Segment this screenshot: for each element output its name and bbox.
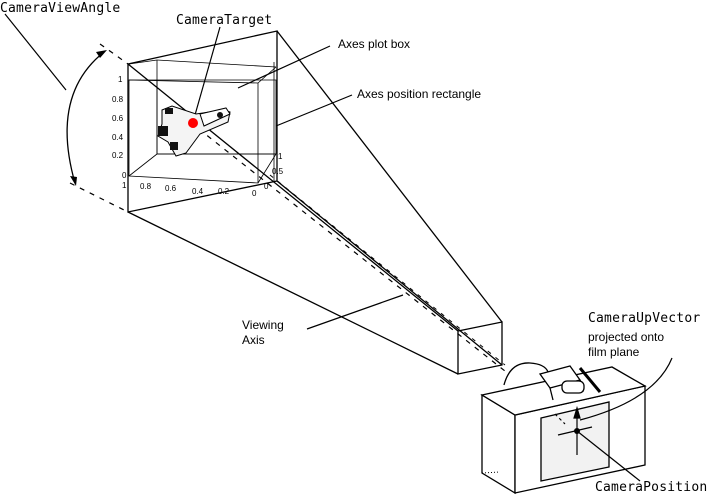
x-tick: 1 xyxy=(122,181,127,190)
y-tick: 1 xyxy=(278,152,283,161)
z-tick: 0.4 xyxy=(112,133,124,142)
frustum-edge-top-right xyxy=(276,30,503,323)
camera-view-angle-label: CameraViewAngle xyxy=(0,1,121,16)
viewing-axis-label: Viewing Axis xyxy=(242,318,284,348)
axes-plot-box-label: Axes plot box xyxy=(338,37,411,51)
camera-view-angle-pointer xyxy=(4,13,67,91)
viewing-axis-pointer xyxy=(306,294,404,330)
frustum-edge-bottom-left xyxy=(127,211,459,375)
frustum-near-rectangle xyxy=(457,321,503,375)
x-tick: 0.6 xyxy=(165,184,177,193)
axes-position-pointer xyxy=(275,94,353,127)
viewing-frustum xyxy=(127,30,503,375)
viewing-axis-label-line2: Axis xyxy=(242,333,265,347)
frustum-edge-bottom-right xyxy=(276,180,503,366)
camera-target-label: CameraTarget xyxy=(176,13,273,28)
viewing-axis-dashed-2 xyxy=(269,174,506,366)
projected-label-line1: projected onto xyxy=(588,330,665,344)
x-tick: 0.2 xyxy=(218,187,230,196)
view-angle-ray-top xyxy=(99,43,129,65)
view-angle-arc xyxy=(66,51,105,184)
axes-position-rectangle-label: Axes position rectangle xyxy=(357,87,482,101)
space-shuttle-icon xyxy=(157,105,231,157)
z-tick: 0.6 xyxy=(112,114,124,123)
camera-icon xyxy=(480,362,647,495)
camera-position-pointer xyxy=(576,430,641,482)
x-tick: 0 xyxy=(252,189,257,198)
z-tick: 1 xyxy=(118,75,123,84)
viewing-axis-label-line1: Viewing xyxy=(242,318,284,332)
camera-position-label: CameraPosition xyxy=(595,480,708,495)
z-tick: 0.8 xyxy=(112,95,124,104)
view-angle-arrow-bottom xyxy=(70,176,77,186)
x-tick: 0.4 xyxy=(192,187,204,196)
camera-target-pointer xyxy=(192,26,221,123)
view-angle-arrow-top xyxy=(96,50,107,58)
x-tick: 0.8 xyxy=(140,182,152,191)
viewing-axis-dashed xyxy=(189,121,511,376)
z-tick: 0 xyxy=(122,171,127,180)
y-tick: 0.5 xyxy=(272,167,284,176)
camera-target-marker xyxy=(188,118,198,128)
film-plane xyxy=(540,401,610,482)
camera-up-vector-pointer xyxy=(579,357,673,421)
camera-up-vector-label: CameraUpVector xyxy=(588,311,701,326)
projected-label-line2: film plane xyxy=(588,345,640,359)
view-angle-ray-bottom xyxy=(69,182,129,213)
y-tick: 0 xyxy=(264,182,269,191)
axes-plot-box-pointer xyxy=(237,45,331,89)
z-tick: 0.2 xyxy=(112,151,124,160)
frustum-edge-top-left xyxy=(127,63,459,332)
camera-up-vector-description: projected onto film plane xyxy=(588,330,664,360)
